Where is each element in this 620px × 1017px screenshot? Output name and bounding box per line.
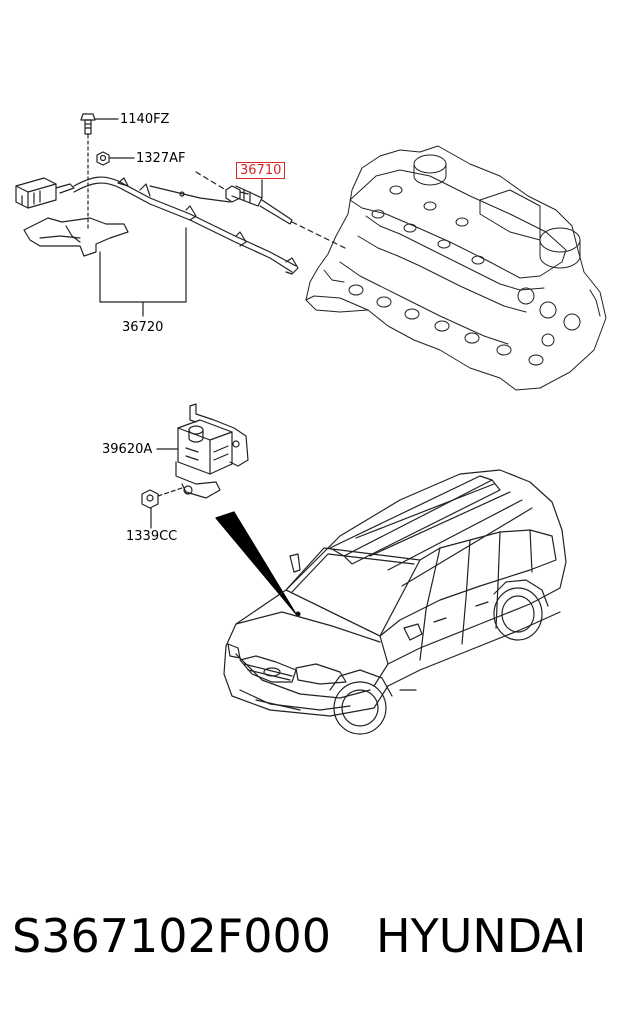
engine-cylinder-head-icon — [306, 146, 606, 390]
label-1140fz: 1140FZ — [120, 112, 170, 127]
leader-36720 — [100, 228, 186, 302]
label-1339cc: 1339CC — [126, 529, 178, 544]
brand-caption: HYUNDAI — [376, 909, 587, 963]
nut-1339cc-icon — [142, 490, 158, 508]
glow-plug-harness-icon — [16, 135, 298, 274]
suv-vehicle-icon — [224, 470, 566, 734]
glow-plug-36710-icon — [226, 186, 292, 224]
dash-line-nut — [158, 488, 182, 496]
part-number-caption: S367102F000 — [12, 909, 332, 963]
label-39620a: 39620A — [102, 442, 153, 457]
label-1327af: 1327AF — [136, 151, 186, 166]
dash-line-to-engine — [292, 222, 345, 248]
nut-1327af-icon — [97, 152, 109, 165]
glow-relay-39620a-icon — [176, 404, 248, 498]
bolt-1140fz-icon — [81, 114, 95, 134]
dash-line-glowplug — [196, 172, 226, 190]
label-36710-highlighted[interactable]: 36710 — [236, 162, 286, 179]
label-36720: 36720 — [122, 320, 164, 335]
location-arrow-icon — [216, 512, 296, 614]
